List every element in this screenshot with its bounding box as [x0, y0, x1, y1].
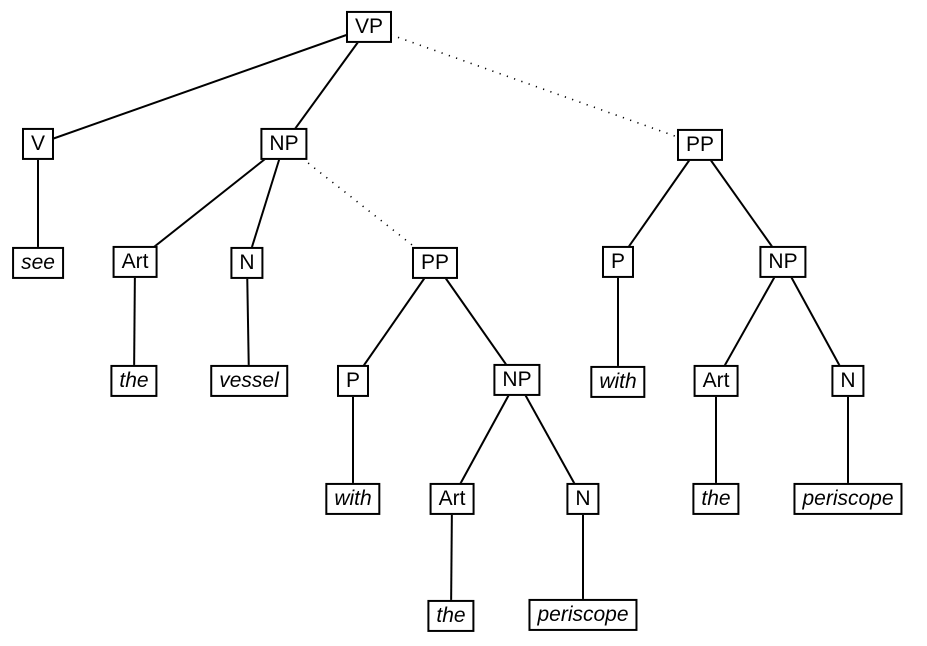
edge-np1-n1	[246, 143, 285, 264]
tree-node-n1: N	[230, 246, 264, 280]
edge-vp-pp2-dotted	[368, 26, 701, 146]
edge-art2-the2	[450, 498, 453, 617]
tree-node-art3: Art	[693, 364, 739, 398]
tree-node-vessel: vessel	[210, 364, 288, 398]
tree-node-pp2: PP	[676, 128, 724, 162]
tree-node-the1: the	[110, 364, 158, 398]
tree-node-n2: N	[566, 482, 600, 516]
tree-node-see: see	[12, 246, 64, 280]
tree-node-n3: N	[831, 364, 865, 398]
tree-node-np1: NP	[260, 127, 308, 161]
edge-np3-n3	[782, 261, 849, 382]
tree-node-with2: with	[590, 365, 646, 399]
tree-node-periscope1: periscope	[528, 598, 638, 632]
tree-node-art1: Art	[112, 245, 158, 279]
tree-node-with1: with	[325, 482, 381, 516]
edge-vp-np1	[283, 26, 370, 145]
tree-node-the2: the	[427, 599, 475, 633]
edge-pp2-p2	[617, 144, 701, 263]
edge-np2-n2	[516, 379, 584, 500]
edge-pp2-np3	[699, 144, 784, 263]
edge-art1-the1	[133, 261, 136, 382]
tree-node-p2: P	[601, 245, 635, 279]
edge-np3-art3	[715, 261, 784, 382]
edge-np2-art2	[451, 379, 518, 500]
edge-np1-art1	[134, 143, 285, 263]
tree-node-art2: Art	[429, 482, 475, 516]
tree-node-v: V	[21, 127, 55, 161]
edge-pp1-np2	[434, 262, 518, 381]
tree-node-p1: P	[336, 364, 370, 398]
edge-pp1-p1	[352, 262, 436, 382]
tree-node-pp1: PP	[411, 246, 459, 280]
edge-np1-pp1-dotted	[283, 143, 436, 264]
tree-node-np2: NP	[493, 363, 541, 397]
edge-vp-v	[37, 26, 370, 145]
tree-node-periscope2: periscope	[793, 482, 903, 516]
tree-node-np3: NP	[759, 245, 807, 279]
edge-n1-vessel	[246, 262, 250, 382]
tree-node-the3: the	[692, 482, 740, 516]
tree-node-vp: VP	[345, 10, 393, 44]
